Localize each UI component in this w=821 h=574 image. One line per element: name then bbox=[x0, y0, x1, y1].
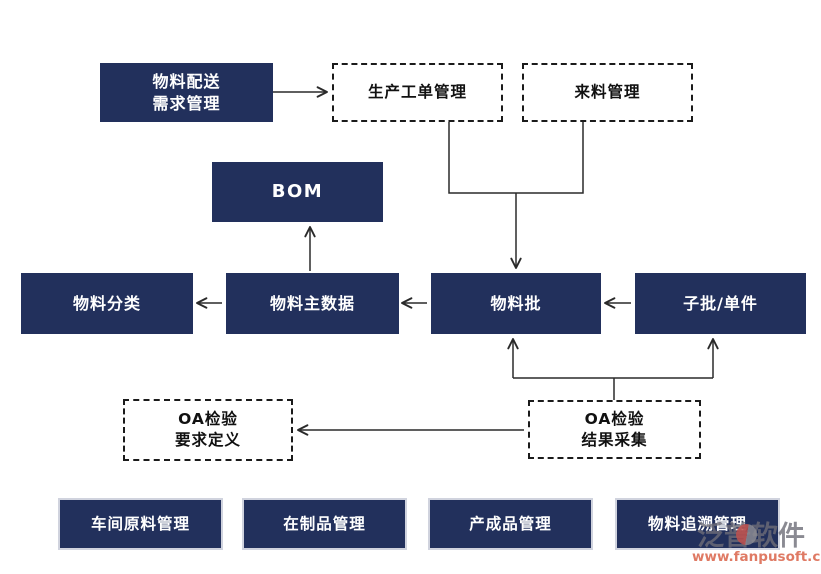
node-qa-requirement-definition: OA检验 要求定义 bbox=[123, 399, 293, 461]
node-workshop-raw-material: 车间原料管理 bbox=[58, 498, 223, 550]
node-sub-batch-unit: 子批/单件 bbox=[635, 273, 806, 334]
watermark-url: www.fanpusoft.com bbox=[692, 549, 821, 565]
node-bom: BOM bbox=[212, 162, 383, 222]
node-material-delivery-demand: 物料配送 需求管理 bbox=[100, 63, 273, 122]
node-material-batch: 物料批 bbox=[431, 273, 601, 334]
node-material-master-data: 物料主数据 bbox=[226, 273, 399, 334]
node-production-work-order: 生产工单管理 bbox=[332, 63, 503, 122]
connector-workorder-incoming-merge bbox=[448, 122, 584, 194]
node-incoming-material: 来料管理 bbox=[522, 63, 693, 122]
node-material-classification: 物料分类 bbox=[21, 273, 193, 334]
node-wip-management: 在制品管理 bbox=[242, 498, 407, 550]
node-finished-goods-management: 产成品管理 bbox=[428, 498, 593, 550]
node-qa-result-collection: OA检验 结果采集 bbox=[528, 400, 701, 459]
node-material-traceability: 物料追溯管理 bbox=[615, 498, 780, 550]
